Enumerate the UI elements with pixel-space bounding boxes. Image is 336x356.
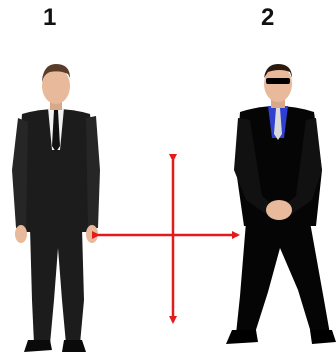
figure-1-left-hand [15, 225, 27, 243]
figure-1-number: 1 [43, 4, 57, 31]
figure-2-number: 2 [261, 4, 275, 31]
figure-1-tie [52, 110, 60, 152]
figure-1-right-hand [86, 225, 98, 243]
figure-1-hair [42, 64, 70, 82]
figure-2-legs [236, 222, 330, 336]
figure-2-sunglasses [266, 78, 290, 84]
figure-2-hair [264, 64, 292, 78]
figure-2-tie [274, 108, 282, 140]
figure-1-jacket [18, 109, 96, 232]
direction-arrows [92, 154, 240, 324]
figure-1-shoes [24, 340, 86, 352]
figure-2-suited-man [226, 64, 336, 344]
figure-2-clasped-hands [266, 200, 292, 220]
figure-2-right-arm [284, 118, 322, 214]
figure-2-shoes [226, 330, 336, 344]
figure-1-suited-man [12, 64, 100, 352]
figure-2-left-arm [234, 118, 274, 214]
figure-1-legs [30, 228, 84, 344]
figure-1-left-arm [12, 118, 28, 228]
figure-1-right-arm [86, 116, 100, 228]
figure-1-head [42, 68, 70, 104]
